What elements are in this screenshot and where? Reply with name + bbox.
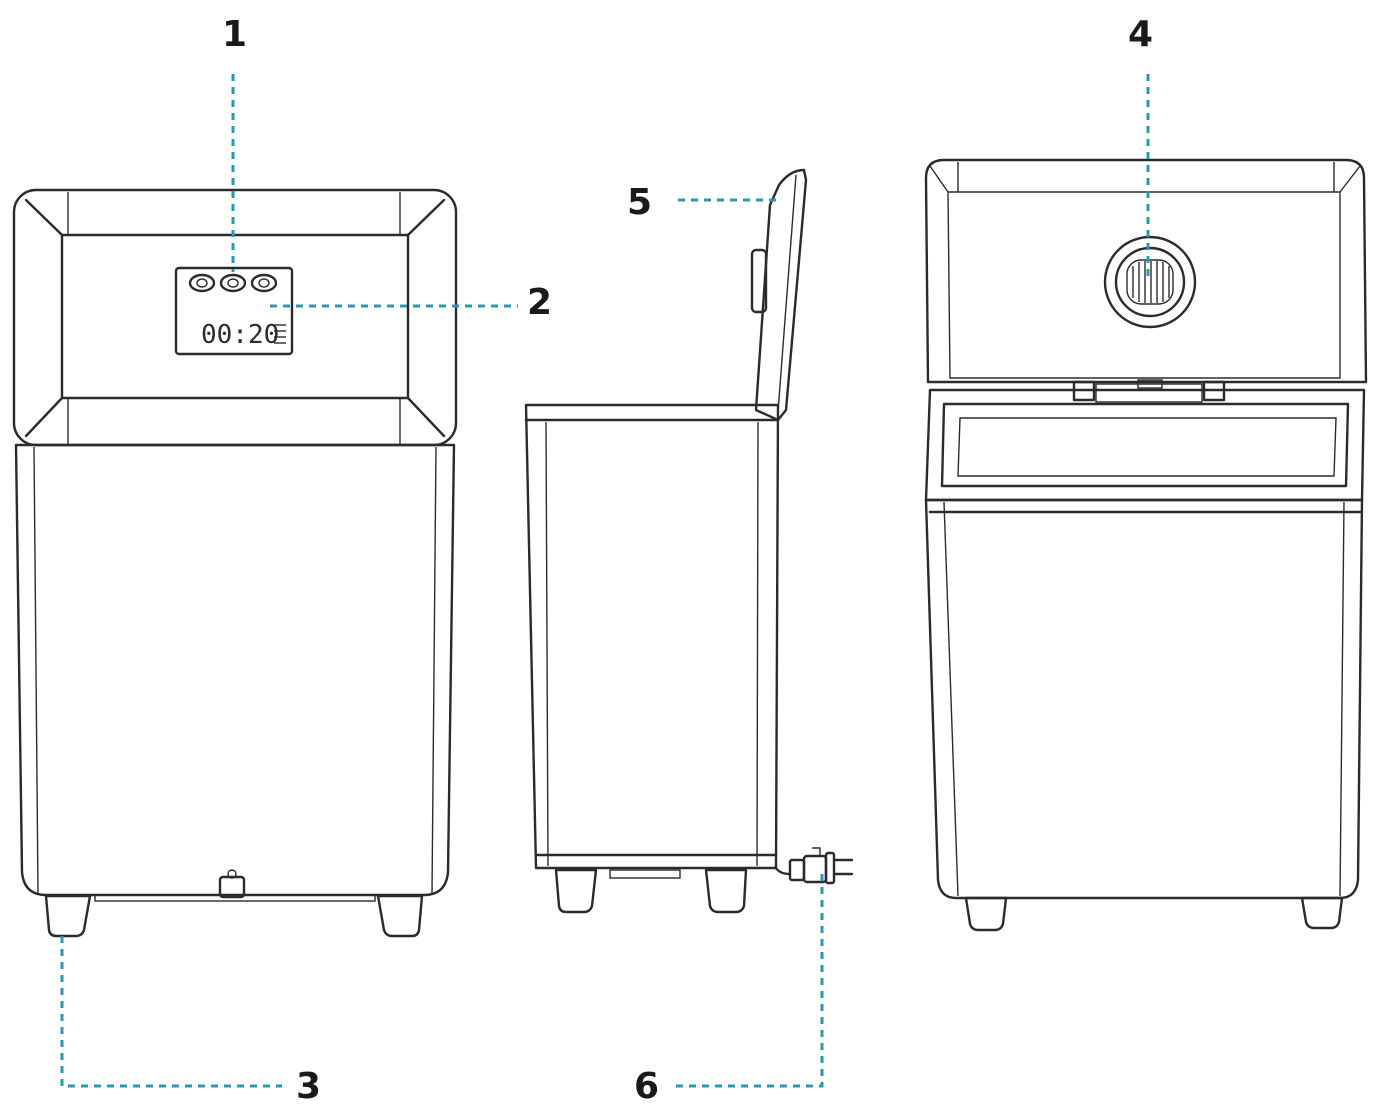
mode-button — [219, 273, 247, 293]
front-foot-right — [376, 894, 424, 938]
filter-vent — [1103, 235, 1197, 329]
control-panel — [174, 266, 294, 356]
leader-6 — [676, 870, 824, 1088]
open-foot-right — [1300, 896, 1344, 930]
open-foot-left — [964, 896, 1008, 932]
side-body — [524, 403, 780, 870]
front-lid-panel — [60, 233, 410, 400]
side-foot-right — [704, 868, 748, 914]
callout-2: 2 — [527, 282, 552, 323]
base-latch — [218, 875, 246, 899]
front-view: 00:20 — [12, 188, 458, 938]
callout-4: 4 — [1128, 14, 1153, 55]
open-body — [924, 498, 1364, 900]
callout-5: 5 — [627, 182, 652, 223]
timer-display: 00:20 — [201, 320, 279, 350]
callout-1: 1 — [222, 14, 247, 55]
open-tub-rim — [924, 388, 1366, 502]
front-body — [14, 443, 456, 897]
front-lid — [12, 188, 458, 447]
open-view — [924, 158, 1368, 932]
callout-numbers: 1 2 3 4 5 6 — [222, 14, 1153, 1107]
timer-button — [250, 273, 278, 293]
front-foot-left — [44, 894, 92, 938]
lid-hinge-tab — [750, 248, 768, 314]
side-view — [524, 168, 854, 914]
callout-3: 3 — [296, 1066, 321, 1107]
leader-3 — [60, 936, 282, 1088]
side-open-lid — [754, 168, 808, 422]
side-foot-left — [554, 868, 598, 914]
open-lid — [924, 158, 1368, 384]
callout-leaders — [60, 74, 1150, 1088]
open-bucket — [940, 402, 1350, 488]
power-plug — [774, 847, 854, 885]
power-button — [188, 273, 216, 293]
level-indicator — [274, 324, 286, 344]
callout-6: 6 — [634, 1066, 659, 1107]
